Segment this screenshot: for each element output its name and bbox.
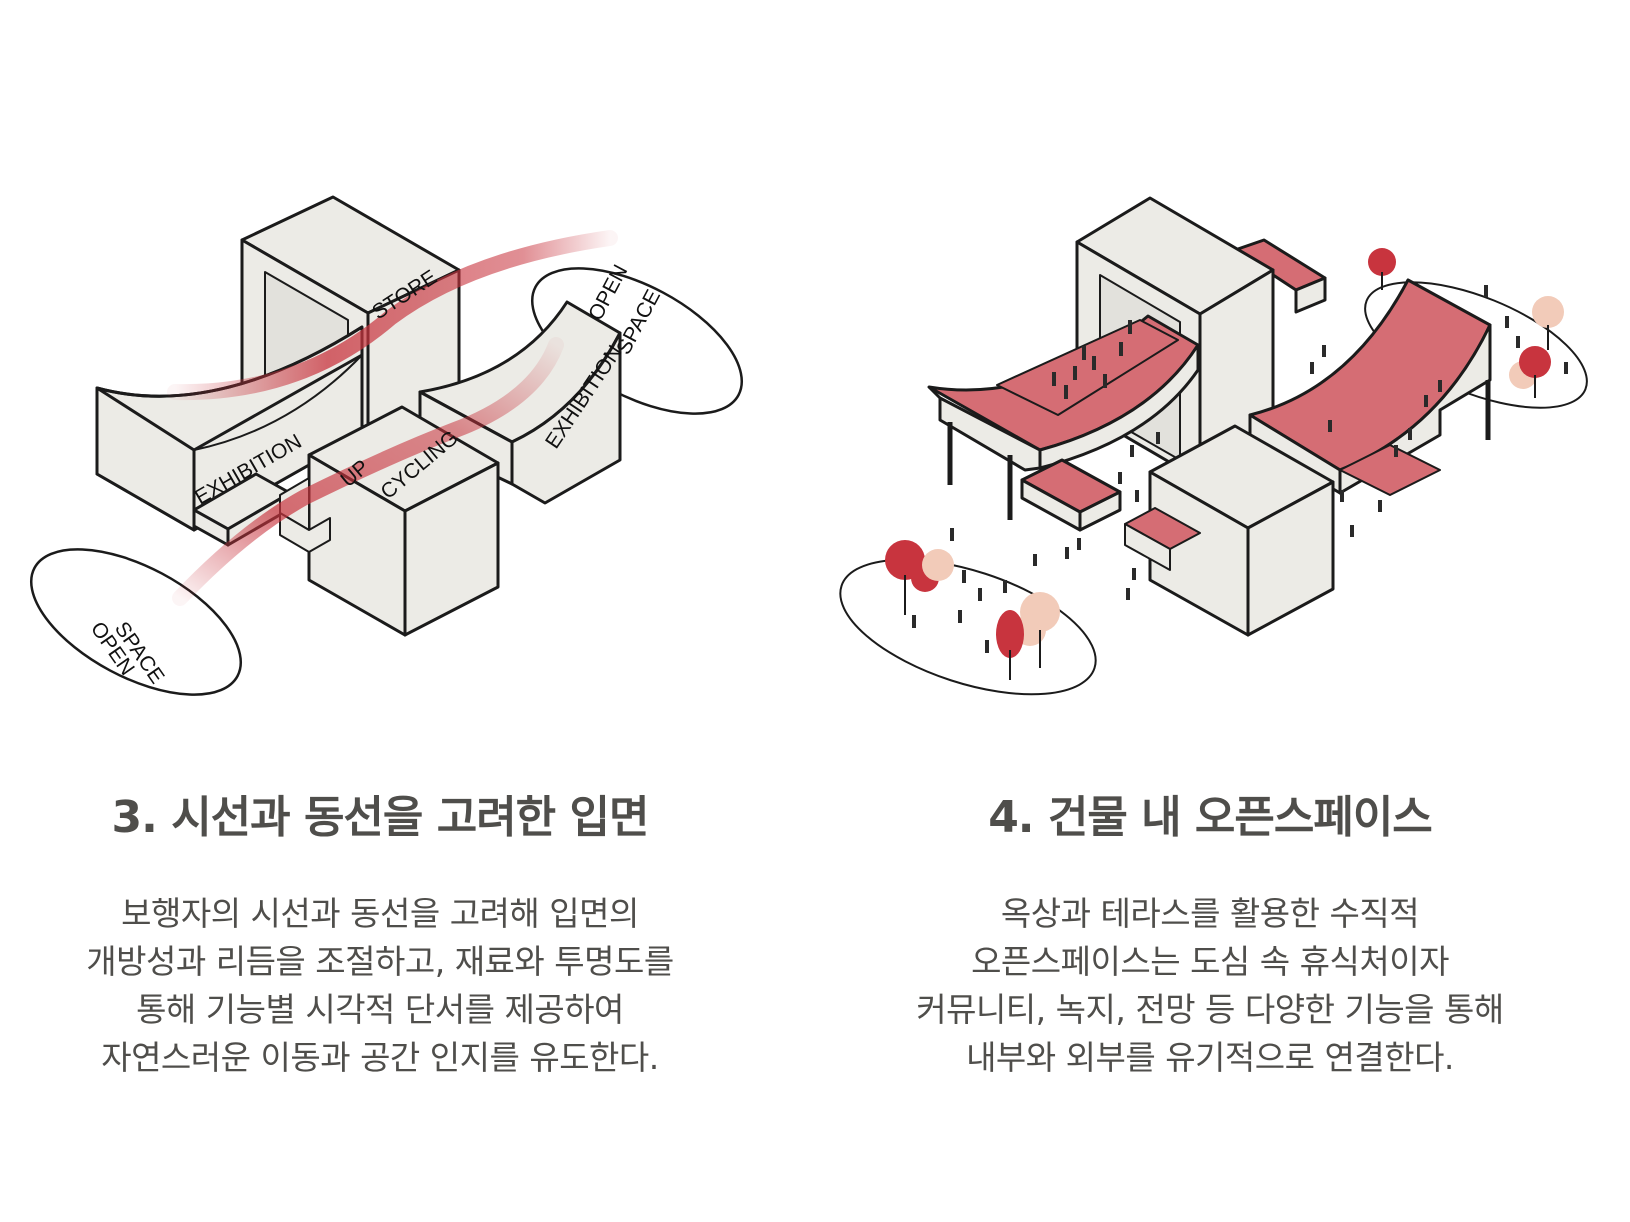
tree-icon: [1368, 248, 1396, 276]
tree-icon: [1532, 296, 1564, 328]
description-line: 옥상과 테라스를 활용한 수직적: [1000, 894, 1420, 933]
people-figures: [912, 285, 1568, 653]
description-line: 개방성과 리듬을 조절하고, 재료와 투명도를: [86, 942, 674, 981]
description-line: 내부와 외부를 유기적으로 연결한다.: [966, 1038, 1454, 1077]
description-line: 보행자의 시선과 동선을 고려해 입면의: [121, 894, 639, 933]
open-space-ellipse-left: [29, 548, 243, 696]
tree-icon: [922, 549, 954, 581]
diagram-open-space: [839, 196, 1588, 696]
flow-band-upper: [167, 230, 618, 401]
front-block: [1124, 424, 1335, 637]
diagram-elevation: STORE OPEN SPACE EXHIBITION EXHIBITION U…: [29, 195, 744, 696]
section-title: 4. 건물 내 오픈스페이스: [988, 792, 1433, 843]
description-line: 자연스러운 이동과 공간 인지를 유도한다.: [101, 1038, 659, 1077]
section-description: 보행자의 시선과 동선을 고려해 입면의 개방성과 리듬을 조절하고, 재료와 …: [0, 890, 760, 1082]
tree-icon: [1519, 346, 1551, 378]
diagrams-canvas: STORE OPEN SPACE EXHIBITION EXHIBITION U…: [29, 195, 1588, 696]
flow-band-lower: [172, 337, 564, 606]
plaza-ellipse-left: [839, 558, 1097, 696]
caption-open-space: 4. 건물 내 오픈스페이스 옥상과 테라스를 활용한 수직적 오픈스페이스는 …: [830, 788, 1590, 1082]
description-line: 통해 기능별 시각적 단서를 제공하여: [136, 990, 624, 1029]
caption-elevation: 3. 시선과 동선을 고려한 입면 보행자의 시선과 동선을 고려해 입면의 개…: [0, 788, 760, 1082]
section-title: 3. 시선과 동선을 고려한 입면: [111, 792, 650, 843]
section-description: 옥상과 테라스를 활용한 수직적 오픈스페이스는 도심 속 휴식처이자 커뮤니티…: [830, 890, 1590, 1082]
description-line: 커뮤니티, 녹지, 전망 등 다양한 기능을 통해: [916, 990, 1504, 1029]
description-line: 오픈스페이스는 도심 속 휴식처이자: [971, 942, 1449, 981]
tree-icon: [996, 610, 1024, 658]
roof-terrace-left: [927, 314, 1200, 520]
